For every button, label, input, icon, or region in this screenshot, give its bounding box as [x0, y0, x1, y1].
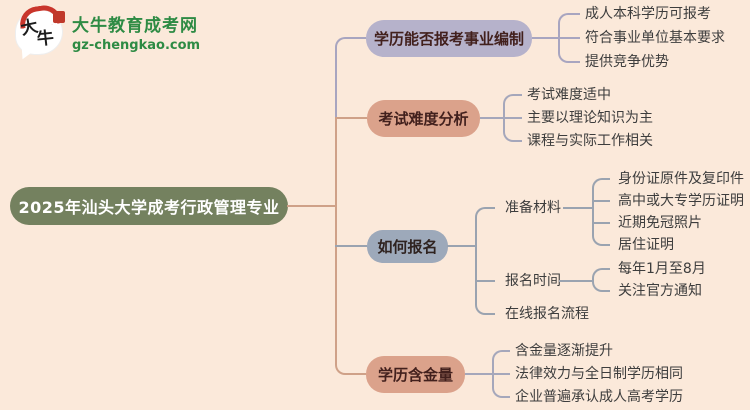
site-name: 大牛教育成考网: [72, 16, 198, 36]
connector-line: [503, 94, 522, 119]
connector-line: [335, 245, 367, 247]
connector-line: [447, 245, 475, 247]
connector-line: [335, 205, 366, 375]
logo-char: 牛: [35, 28, 55, 50]
logo-red-seal-icon: [53, 11, 65, 23]
leaf-node: 每年1月至8月: [618, 261, 706, 277]
connector-line: [475, 280, 495, 282]
connector-line: [592, 178, 610, 209]
leaf-node: 考试难度适中: [527, 87, 611, 103]
connector-line: [559, 280, 592, 282]
connector-line: [335, 117, 337, 206]
leaf-node: 身份证原件及复印件: [618, 171, 744, 187]
connector-line: [503, 117, 522, 142]
connector-line: [492, 373, 510, 398]
connector-line: [480, 117, 522, 119]
connector-line: [475, 207, 495, 247]
connector-line: [558, 37, 580, 63]
connector-line: [592, 268, 610, 282]
connector-line: [558, 13, 580, 39]
leaf-node: 课程与实际工作相关: [527, 133, 653, 149]
subnode-materials: 准备材料: [505, 200, 561, 216]
connector-line: [592, 222, 610, 224]
leaf-node: 法律效力与全日制学历相同: [515, 366, 683, 382]
leaf-node: 提供竞争优势: [585, 54, 669, 70]
leaf-node: 企业普遍承认成人高考学历: [515, 389, 683, 405]
leaf-node: 高中或大专学历证明: [618, 193, 744, 209]
connector-line: [465, 373, 510, 375]
branch-node-how-to-register: 如何报名: [367, 230, 448, 263]
leaf-node: 成人本科学历可报考: [585, 6, 711, 22]
branch-node-eligibility: 学历能否报考事业编制: [366, 20, 532, 57]
subnode-time: 报名时间: [505, 273, 561, 289]
subnode-online-process: 在线报名流程: [505, 306, 589, 322]
branch-node-degree-value: 学历含金量: [366, 356, 465, 393]
leaf-node: 居住证明: [618, 237, 674, 253]
connector-line: [532, 37, 580, 39]
connector-line: [335, 37, 366, 119]
connector-line: [592, 207, 610, 246]
branch-node-difficulty: 考试难度分析: [367, 100, 480, 137]
logo-text: 大牛教育成考网 gz-chengkao.com: [72, 11, 200, 53]
connector-line: [592, 280, 610, 292]
connector-line: [335, 117, 367, 119]
leaf-node: 近期免冠照片: [618, 215, 702, 231]
site-url: gz-chengkao.com: [72, 38, 201, 53]
leaf-node: 关注官方通知: [618, 283, 702, 299]
connector-line: [492, 350, 510, 375]
connector-line: [592, 200, 610, 202]
connector-line: [563, 207, 592, 209]
leaf-node: 主要以理论知识为主: [527, 110, 653, 126]
connector-line: [287, 205, 336, 207]
leaf-node: 符合事业单位基本要求: [585, 30, 725, 46]
logo-speech-bubble-icon: 大 牛: [16, 3, 65, 54]
leaf-node: 含金量逐渐提升: [515, 343, 613, 359]
site-logo: 大 牛 大牛教育成考网 gz-chengkao.com: [16, 3, 200, 54]
root-node: 2025年汕头大学成考行政管理专业: [10, 187, 288, 225]
